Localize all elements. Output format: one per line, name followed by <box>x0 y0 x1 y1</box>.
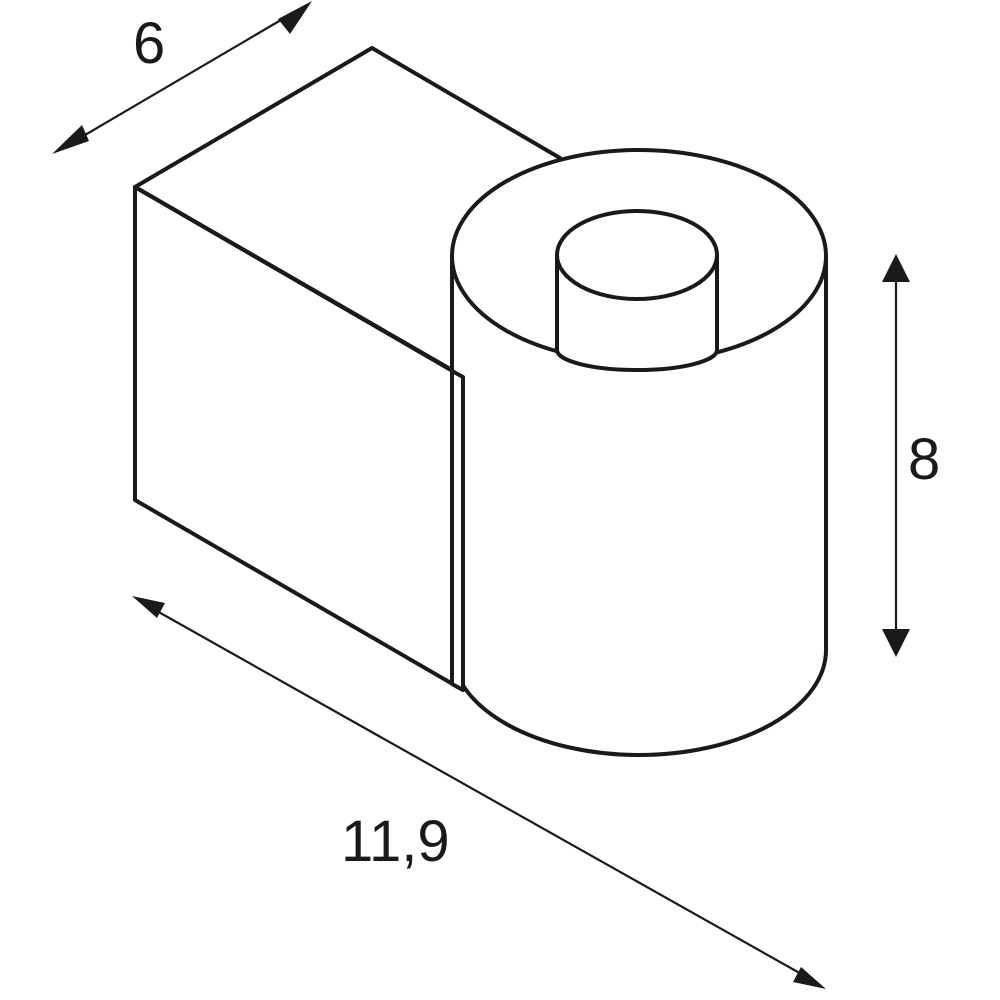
height-dimension: 8 <box>882 254 940 657</box>
width-label: 11,9 <box>341 809 450 874</box>
depth-arrow-right <box>278 1 312 34</box>
depth-dimension-line <box>67 9 299 146</box>
inner-post-top <box>555 209 719 301</box>
cylinder <box>450 148 828 757</box>
width-arrow-right <box>793 967 826 989</box>
depth-arrow-left <box>52 125 89 154</box>
width-arrow-left <box>132 596 165 618</box>
depth-dimension: 6 <box>52 1 312 154</box>
inner-post <box>555 209 719 372</box>
height-arrow-bottom <box>882 629 910 657</box>
cylinder-body <box>450 254 828 757</box>
width-dimension: 11,9 <box>132 596 826 989</box>
height-label: 8 <box>908 427 940 492</box>
width-dimension-line <box>147 605 813 981</box>
box-edge <box>133 185 465 379</box>
height-arrow-top <box>882 254 910 282</box>
box-front-overlap <box>450 369 465 692</box>
depth-label: 6 <box>133 11 165 76</box>
